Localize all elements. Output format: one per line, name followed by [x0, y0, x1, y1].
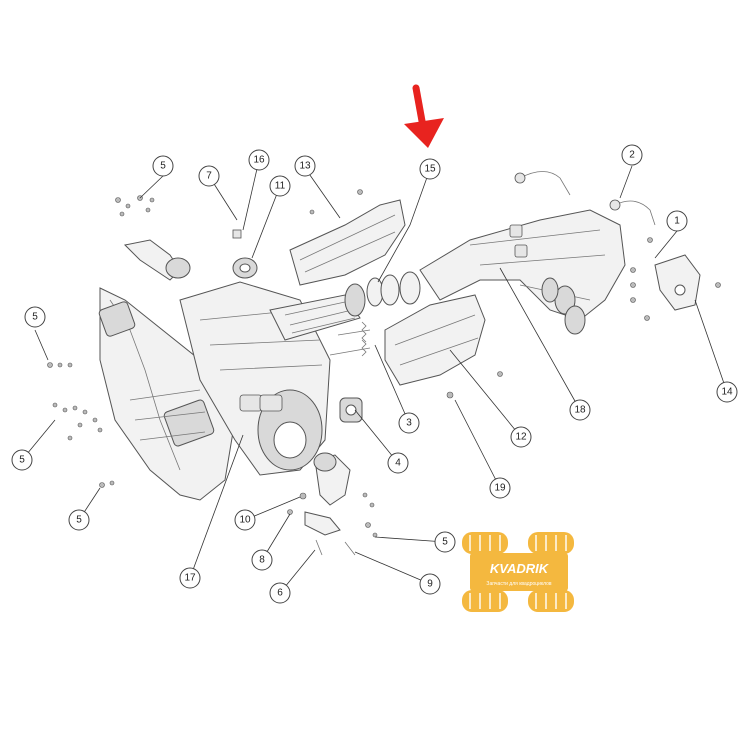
part-bushing-4 [339, 397, 363, 423]
callout-label: 8 [259, 555, 265, 566]
callout-label: 5 [76, 515, 82, 526]
fasteners [47, 189, 721, 538]
part-springs-bolts [329, 321, 371, 357]
callout-label: 5 [160, 161, 166, 172]
callout-label: 16 [253, 155, 265, 166]
callout-5: 5 [24, 306, 46, 328]
callout-label: 19 [494, 483, 506, 494]
callout-5: 5 [152, 155, 174, 177]
callout-3: 3 [398, 412, 420, 434]
part-gaskets [366, 271, 421, 307]
callout-6: 6 [269, 582, 291, 604]
callout-18: 18 [569, 399, 591, 421]
callout-label: 5 [32, 312, 38, 323]
watermark-logo: KVADRIK Запчасти для квадроциклов [462, 532, 574, 612]
callout-label: 15 [424, 164, 436, 175]
callout-4: 4 [387, 452, 409, 474]
part-bracket-bottom [304, 511, 356, 556]
part-muffler-shield [98, 287, 236, 501]
part-bracket-14 [654, 254, 701, 311]
callout-label: 11 [275, 181, 286, 192]
callout-label: 14 [721, 387, 733, 398]
part-inlet-elbow [123, 239, 191, 281]
part-rubber-mount [232, 229, 258, 279]
callout-1: 1 [666, 210, 688, 232]
callout-label: 1 [674, 216, 680, 227]
callout-label: 5 [19, 455, 25, 466]
callout-13: 13 [294, 155, 316, 177]
callout-10: 10 [234, 509, 256, 531]
callout-label: 5 [442, 537, 448, 548]
callout-11: 11 [269, 175, 291, 197]
leader-lines [21, 159, 728, 594]
part-heat-shield-lower [384, 294, 486, 386]
callout-19: 19 [489, 477, 511, 499]
callout-17: 17 [179, 567, 201, 589]
part-catalyst-pipe [269, 283, 366, 341]
callout-label: 13 [299, 161, 311, 172]
watermark-tagline: Запчасти для квадроциклов [486, 581, 552, 587]
callout-label: 12 [515, 432, 527, 443]
callout-label: 2 [629, 150, 635, 161]
callout-5: 5 [434, 531, 456, 553]
watermark-brand: KVADRIK [490, 561, 550, 576]
callout-label: 3 [406, 418, 412, 429]
callout-14: 14 [716, 381, 738, 403]
part-lower-flange [313, 452, 351, 506]
callout-5: 5 [11, 449, 33, 471]
callout-12: 12 [510, 426, 532, 448]
callout-15: 15 [419, 158, 441, 180]
callout-5: 5 [68, 509, 90, 531]
callout-8: 8 [251, 549, 273, 571]
callout-16: 16 [248, 149, 270, 171]
callout-9: 9 [419, 573, 441, 595]
callout-label: 17 [184, 573, 196, 584]
callout-label: 9 [427, 579, 433, 590]
highlight-arrow [404, 84, 444, 148]
callout-label: 6 [277, 588, 283, 599]
part-header-pipe [419, 209, 626, 335]
callout-label: 18 [574, 405, 586, 416]
callout-label: 4 [395, 458, 401, 469]
callout-2: 2 [621, 144, 643, 166]
part-o2-sensors [514, 171, 656, 226]
part-heat-shield-upper [289, 199, 406, 286]
callout-7: 7 [198, 165, 220, 187]
callout-label: 7 [206, 171, 212, 182]
callout-label: 10 [239, 515, 251, 526]
